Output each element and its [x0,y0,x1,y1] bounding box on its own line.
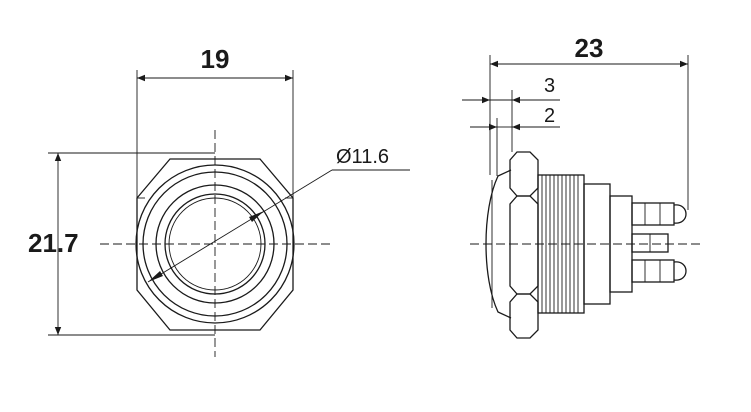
dim-2-label: 2 [544,105,555,127]
front-height-label: 21.7 [28,228,79,258]
front-view: 19 21.7 Ø11.6 [28,44,410,357]
terminal-lower [631,259,687,283]
side-length-label: 23 [575,33,604,63]
terminal-upper [631,202,687,226]
side-view: 23 3 2 [462,33,700,339]
diameter-label: Ø11.6 [336,146,389,168]
dim-3-label: 3 [544,75,555,97]
front-width-label: 19 [201,44,230,74]
hex-nut-outline [136,158,294,331]
side-hex-nut [509,151,539,197]
thread-lines [541,175,579,313]
